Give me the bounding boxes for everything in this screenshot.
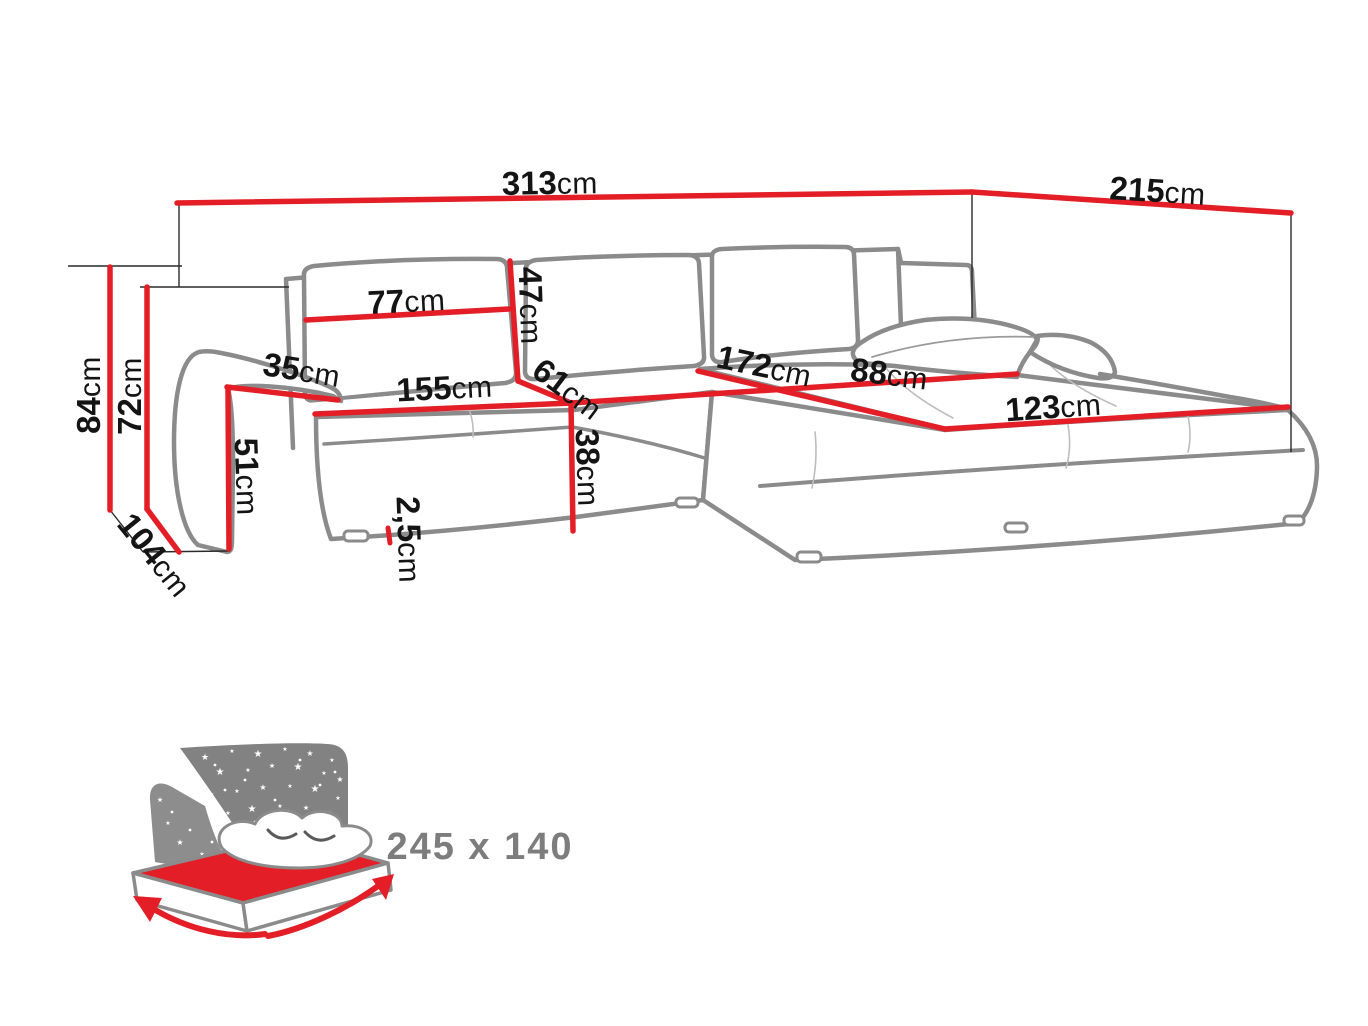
star-dot: [273, 798, 277, 802]
dim-label-seat-width: 155cm: [395, 367, 493, 409]
star-dot: [188, 828, 192, 832]
sleeping-area-size: 245 x 140: [386, 826, 573, 868]
dimension-lines: [107, 189, 1294, 555]
dim-label-width-total: 313cm: [501, 163, 598, 202]
upholstery-seam: [1187, 415, 1191, 453]
star-glyph: ★: [303, 804, 309, 812]
dim-line-side-depth: [144, 506, 182, 555]
dim-line-seat-height: [568, 400, 576, 534]
star-glyph: ★: [306, 749, 313, 758]
sofa-leg: [1282, 514, 1306, 527]
mattress-front-face: [241, 861, 393, 933]
corner-pillow-fold: [1027, 332, 1118, 381]
dim-line-width-total: [174, 189, 975, 206]
star-glyph: ★: [311, 784, 320, 795]
star-glyph: ★: [225, 810, 230, 817]
sofa-drawing: [171, 244, 1320, 564]
star-glyph: ★: [245, 767, 250, 774]
dim-line-corner-width: [568, 371, 1020, 406]
star-dot: [213, 763, 217, 767]
star-glyph: ★: [199, 851, 204, 858]
extension-line: [109, 509, 144, 553]
dim-label-back-height: 72cm: [111, 357, 148, 435]
sofa-leg: [674, 496, 700, 509]
star-glyph: ★: [157, 796, 163, 804]
sofa-leg: [795, 550, 823, 564]
dim-line-armrest-width: [224, 384, 341, 403]
upholstery-seam: [1065, 424, 1071, 469]
star-dot: [318, 783, 322, 787]
dim-label-depth-total: 215cm: [1109, 169, 1207, 212]
dim-label-back-cushion-height: 47cm: [512, 266, 552, 345]
star-glyph: ★: [201, 753, 209, 763]
dim-label-corner-width: 88cm: [849, 350, 931, 396]
star-glyph: ★: [165, 820, 170, 827]
dim-line-armrest-height: [225, 386, 232, 552]
dim-label-armrest-width: 35cm: [261, 345, 344, 394]
star-dot: [243, 778, 247, 782]
chaise-back-edge: [1097, 371, 1291, 412]
dim-line-back-cushion-height: [507, 258, 521, 384]
night-sky-panel-back: [149, 783, 232, 868]
dim-label-chaise-length: 123cm: [1004, 385, 1102, 429]
star-glyph: ★: [234, 788, 239, 795]
star-glyph: ★: [329, 757, 334, 764]
dim-label-leg-height: 2,5cm: [389, 496, 429, 584]
star-glyph: ★: [229, 748, 234, 755]
extension-lines: [68, 192, 1292, 553]
dim-line-seat-depth: [515, 378, 574, 406]
seat-front-face: [313, 389, 715, 542]
dim-line-depth-total: [969, 189, 1294, 216]
star-dot: [210, 840, 214, 844]
star-glyph: ★: [248, 804, 257, 815]
sofa-leg: [1003, 521, 1029, 534]
star-glyph: ★: [294, 762, 303, 773]
star-dot: [170, 810, 174, 814]
blanket: [217, 808, 373, 870]
star-glyph: ★: [206, 790, 215, 801]
back-cushion-middle: [522, 252, 707, 382]
star-dot: [298, 758, 302, 762]
star-glyph: ★: [277, 803, 282, 810]
star-dot: [223, 788, 227, 792]
star-glyph: ★: [269, 762, 275, 770]
star-glyph: ★: [216, 767, 225, 778]
dim-label-height-total: 84cm: [70, 356, 107, 434]
blanket-fold: [303, 830, 336, 842]
dim-line-leg-height: [385, 525, 393, 546]
corner-pillow: [850, 316, 1040, 380]
extension-line: [142, 550, 231, 553]
star-glyph: ★: [193, 775, 198, 782]
seat-front-seam: [322, 425, 710, 461]
sleeping-function-icon: ★★★★★★★★★★★★★★★★★★★★★★★★★★★★★★★★★★★★ 245…: [131, 743, 573, 939]
sofa-leg: [342, 529, 370, 543]
star-dot: [333, 770, 337, 774]
star-glyph: ★: [259, 783, 266, 792]
star-glyph: ★: [176, 838, 183, 847]
blanket-fold: [266, 828, 298, 840]
dim-line-chaise-length: [942, 404, 1291, 432]
dim-line-back-cushion-width: [303, 306, 512, 323]
dim-line-corner-length: [695, 368, 948, 432]
unfold-arrow-right: [265, 883, 381, 939]
upholstery-seam: [811, 431, 817, 489]
dim-label-seat-height: 38cm: [569, 428, 609, 507]
dim-label-back-cushion-width: 77cm: [367, 280, 447, 321]
upholstery-seam: [469, 411, 474, 438]
star-glyph: ★: [336, 775, 343, 784]
star-glyph: ★: [335, 795, 340, 802]
unfold-arrow-left-head: [133, 896, 162, 922]
dim-label-armrest-height: 51cm: [228, 437, 268, 516]
unfold-arrow-right-head: [372, 874, 394, 900]
unfold-arrow-left: [149, 905, 268, 939]
chaise-base-seam: [758, 448, 1305, 488]
back-cushion-right: [709, 244, 861, 365]
star-glyph: ★: [321, 770, 326, 777]
star-glyph: ★: [287, 783, 292, 790]
star-glyph: ★: [254, 749, 263, 760]
dim-line-seat-width: [312, 400, 574, 417]
corner-pillow-crease: [871, 335, 1035, 358]
star-glyph: ★: [282, 746, 287, 753]
